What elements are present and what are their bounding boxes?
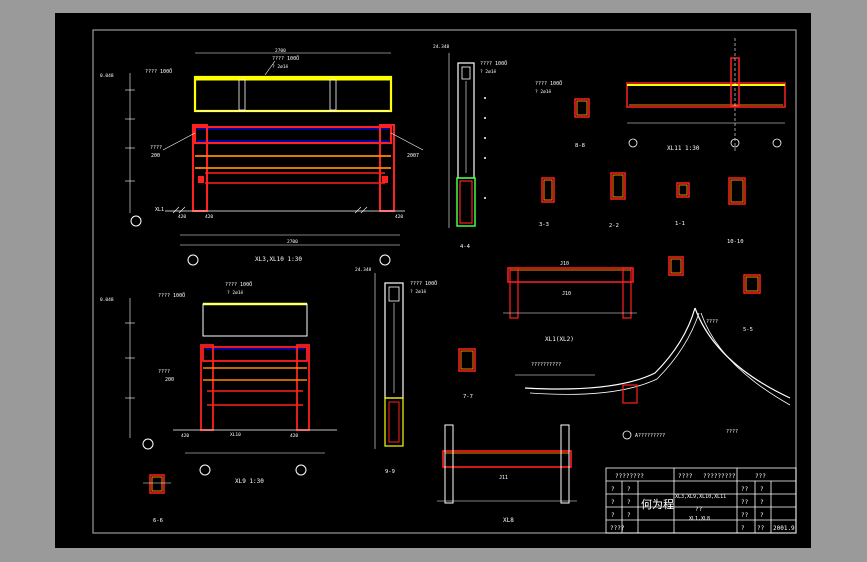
view-title-8-8: 8-8 <box>575 143 585 149</box>
tb-r4c4: ?? <box>741 512 749 519</box>
annotation: ???? 100Ö <box>535 80 562 87</box>
annotation: ???? 100Ö <box>410 280 437 287</box>
section-4-4: 24.348 ???? 100Ö ? 2ø1ë  4-4 <box>433 44 507 250</box>
roof-eave-detail: ?????????? ???? ???? A????????? <box>515 307 791 440</box>
annotation: ???? 100Ö <box>225 281 252 288</box>
annotation: ???? <box>150 145 162 151</box>
small-sections-row: 3-3 2-2 1-1 10-10 <box>539 172 746 245</box>
annotation: ? 2ø1ë  <box>227 290 250 296</box>
section-9-9: 24.348 ???? 100Ö ? 2ø1ë  9-9 <box>355 267 437 475</box>
annotation: XL1 <box>155 207 164 213</box>
view-title-1-1: 1-1 <box>675 221 685 227</box>
tb-r1c2: ???? <box>678 473 693 480</box>
dim-text: 420 <box>290 433 298 439</box>
dim-text: ???? 100Ö <box>272 55 299 62</box>
small-section-7-7: 7-7 <box>458 348 476 400</box>
tb-r3c2: ? <box>627 499 631 506</box>
axis-circle <box>379 254 391 266</box>
annotation: J10 <box>562 291 571 297</box>
title-block-text: ???????? ???? ????????? ??? ? ? XL3,XL9,… <box>610 473 795 532</box>
view-title-2-2: 2-2 <box>609 223 619 229</box>
dim-text: 2700 <box>275 48 286 54</box>
title-block <box>605 467 797 534</box>
tb-r2c4: ?? <box>741 486 749 493</box>
view-title-xl11: XL11 1:30 <box>667 145 700 152</box>
xl3-elevation: ???? 100Ö ? 2ø1ë  ???? 100Ö ???? 200 20… <box>100 48 424 266</box>
tb-r5c1: ???? <box>610 525 625 532</box>
tb-r4c5: ? <box>760 512 764 519</box>
tb-r1c4: ??? <box>755 473 766 480</box>
dim-text: ? 2ø1ë  <box>272 64 295 70</box>
annotation: 24.348 <box>355 267 372 273</box>
tb-r4c3: XL1,XL8 <box>689 516 710 522</box>
tb-r5c5: ?? <box>757 525 765 532</box>
tb-r1c1: ???????? <box>615 473 644 480</box>
annotation: ? 2ø1ë  <box>410 289 433 295</box>
axis-title: A????????? <box>635 433 665 439</box>
drawing-sheet: ???? 100Ö ? 2ø1ë  ???? 100Ö ???? 200 20… <box>55 13 811 548</box>
view-title-xl3: XL3,XL10 1:30 <box>255 256 302 263</box>
xl9-elevation: ???? 100Ö ???? 100Ö ? 2ø1ë  ???? 200 42… <box>100 281 337 485</box>
tb-r1c3: ????????? <box>703 473 736 480</box>
signature: 何为程 <box>641 498 674 511</box>
tb-r2c2: ? <box>627 486 631 493</box>
annotation: ???? 100Ö <box>480 60 507 67</box>
tb-r3c3: ?? <box>695 506 703 513</box>
dim-text: 420 <box>205 214 213 220</box>
annotation: ???? 100Ö <box>158 292 185 299</box>
tb-r2c1: ? <box>611 486 615 493</box>
tb-r5c4: ? <box>741 525 745 532</box>
tb-r2c3: XL3,XL9,XL10,XL11 <box>675 494 726 500</box>
tb-r2c5: ? <box>760 486 764 493</box>
annotation: 200 <box>165 377 174 383</box>
view-title-3-3: 3-3 <box>539 222 549 228</box>
middle-beam <box>194 126 392 144</box>
annotation: 2007 <box>407 153 419 159</box>
tb-r3c4: ?? <box>741 499 749 506</box>
view-title-xl1-xl2: XL1(XL2) <box>545 336 574 343</box>
annotation: J10 <box>560 261 569 267</box>
xl8-elevation: J11 XL8 <box>437 424 577 524</box>
xl1-xl2-elevation: J10 J10 XL1(XL2) <box>503 261 637 343</box>
view-title-7-7: 7-7 <box>463 394 473 400</box>
annotation: ? 2ø1ë  <box>480 69 503 75</box>
annotation: ???? <box>726 429 738 435</box>
view-title-xl8: XL8 <box>503 517 514 524</box>
annotation: XL10 <box>230 432 241 438</box>
inner-border <box>92 29 797 534</box>
tb-r3c5: ? <box>760 499 764 506</box>
tb-r3c1: ? <box>611 499 615 506</box>
annotation: ???? 100Ö <box>145 68 172 75</box>
view-title-9-9: 9-9 <box>385 469 395 475</box>
section-8-8: ???? 100Ö ? 2ø1ë  8-8 <box>535 80 590 149</box>
annotation: ???? <box>158 369 170 375</box>
cad-drawing: ???? 100Ö ? 2ø1ë  ???? 100Ö ???? 200 20… <box>92 29 797 534</box>
axis-circle <box>187 254 199 266</box>
annotation: 200 <box>151 153 160 159</box>
view-title-xl9: XL9 1:30 <box>235 478 264 485</box>
tb-r4c2: ? <box>627 512 631 519</box>
annotation: J11 <box>499 475 508 481</box>
level-text: 0.048 <box>100 297 114 303</box>
annotation: ???? <box>706 319 718 325</box>
dim-text: 2700 <box>287 239 298 245</box>
dim-text: 420 <box>395 214 403 220</box>
top-beam <box>193 75 393 113</box>
dim-text: 420 <box>181 433 189 439</box>
small-sections-mid: 5-5 <box>668 256 761 333</box>
annotation: 24.348 <box>433 44 450 50</box>
view-title-10-10: 10-10 <box>727 239 744 245</box>
xl11-elevation: XL11 1:30 <box>626 38 786 153</box>
view-title-5-5: 5-5 <box>743 327 753 333</box>
level-text: 0.048 <box>100 73 114 79</box>
view-title-4-4: 4-4 <box>460 244 471 250</box>
annotation: ? 2ø1ë  <box>535 89 558 95</box>
tb-r4c1: ? <box>611 512 615 519</box>
axis-circle <box>130 215 142 227</box>
section-6-6: 6-6 <box>143 474 171 524</box>
annotation: ?????????? <box>531 362 561 368</box>
dim-text: 420 <box>178 214 186 220</box>
view-title-6-6: 6-6 <box>153 518 163 524</box>
tb-r5c6: 2001.9 <box>773 525 795 532</box>
